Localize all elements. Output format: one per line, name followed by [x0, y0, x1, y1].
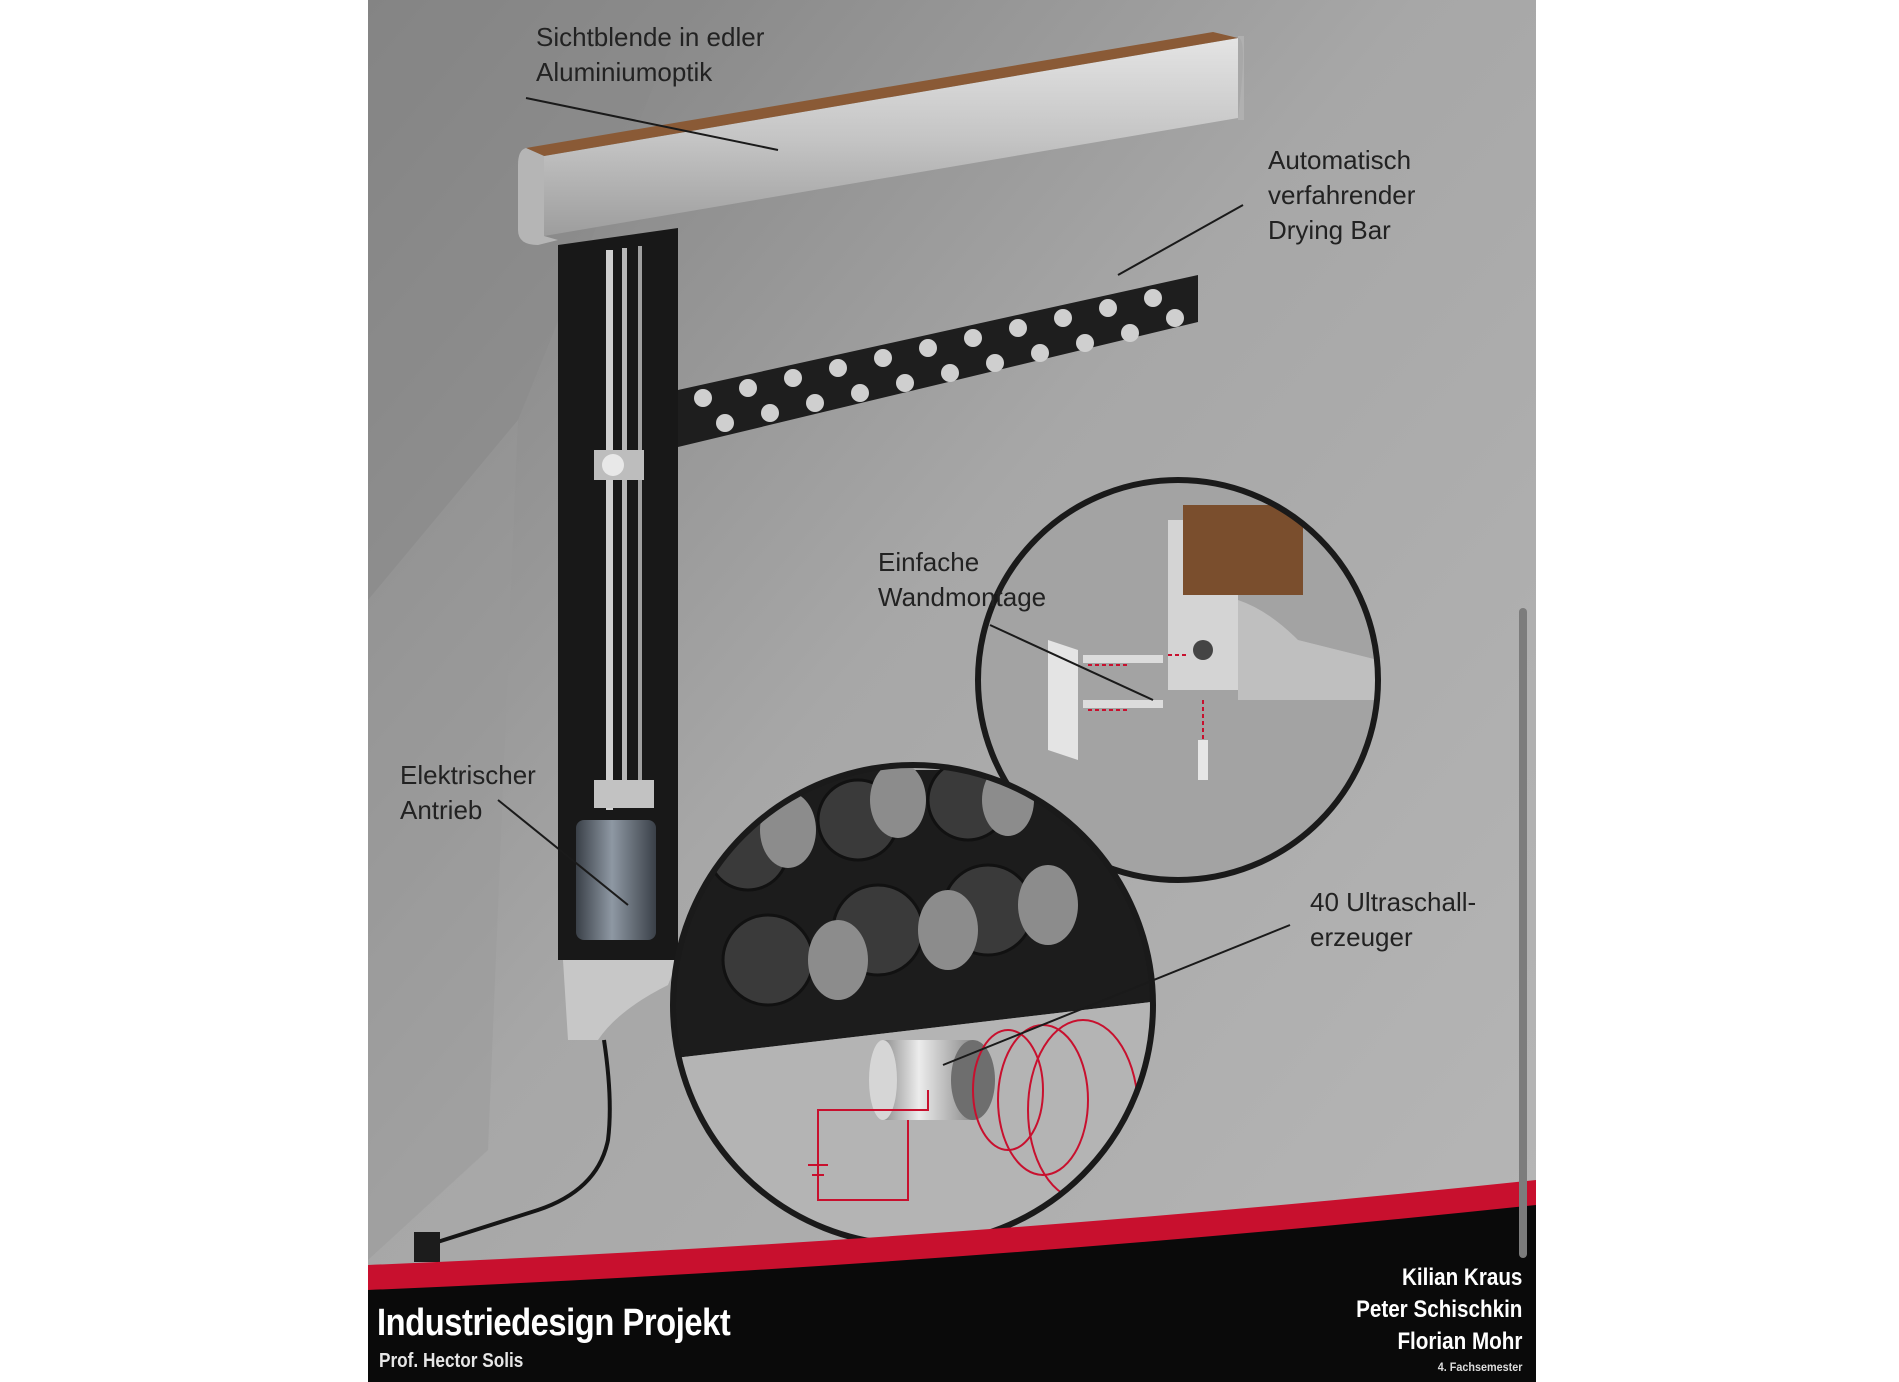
- label-sichtblende: Sichtblende in edler Aluminiumoptik: [536, 22, 765, 87]
- product-illustration: [368, 0, 1536, 1382]
- scrollbar[interactable]: [1519, 608, 1527, 1258]
- leader-lines: [497, 97, 1291, 1066]
- professor-name: Prof. Hector Solis: [379, 1350, 524, 1372]
- semester-note: 4. Fachsemester: [1437, 1360, 1522, 1374]
- label-ultraschall: 40 Ultraschall- erzeuger: [1310, 887, 1477, 952]
- power-plug: [414, 1232, 440, 1262]
- label-drying-bar: Automatisch verfahrender Drying Bar: [1268, 145, 1416, 245]
- author-list: Kilian Kraus Peter Schischkin Florian Mo…: [1329, 1262, 1522, 1376]
- label-wandmontage: Einfache Wandmontage: [878, 547, 1047, 612]
- footer-band: [368, 1205, 1536, 1382]
- drying-bar: [678, 275, 1198, 447]
- author-name: Florian Mohr: [1397, 1328, 1522, 1355]
- motor: [576, 820, 656, 940]
- project-title: Industriedesign Projekt: [377, 1302, 731, 1344]
- label-antrieb: Elektrischer Antrieb: [400, 760, 536, 825]
- vertical-column: [414, 228, 678, 1262]
- cover-bar: [518, 32, 1244, 245]
- product-poster: Sichtblende in edler Aluminiumoptik Auto…: [368, 0, 1536, 1382]
- author-name: Peter Schischkin: [1355, 1296, 1522, 1323]
- ultrasonic-detail: [670, 762, 1156, 1248]
- author-name: Kilian Kraus: [1401, 1264, 1522, 1291]
- power-cable: [427, 1039, 612, 1247]
